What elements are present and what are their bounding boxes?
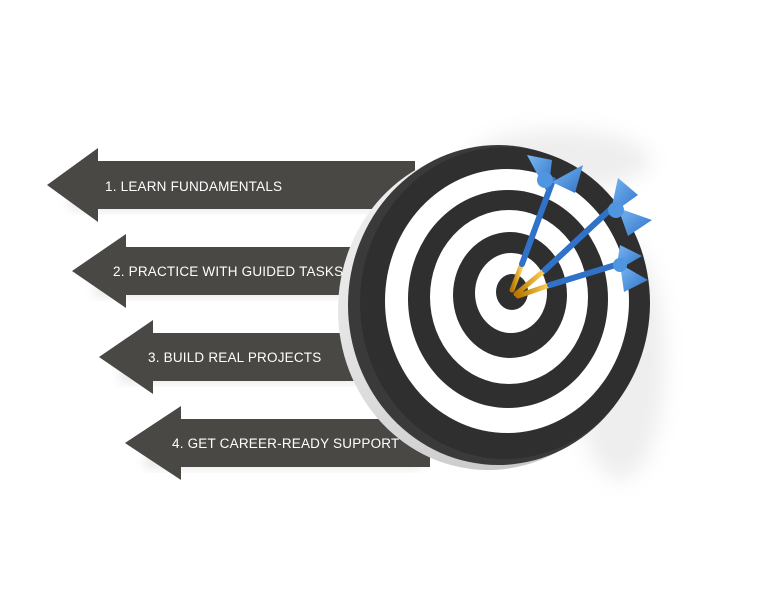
step-arrow-4	[125, 406, 430, 480]
step-arrow-2	[72, 234, 415, 308]
step-4-label: 4. GET CAREER-READY SUPPORT	[172, 436, 400, 451]
step-1-label: 1. LEARN FUNDAMENTALS	[105, 179, 283, 194]
step-3-label: 3. BUILD REAL PROJECTS	[148, 350, 322, 365]
dart-icon	[509, 155, 652, 299]
dartboard-icon	[338, 145, 650, 470]
step-arrow-3	[99, 320, 420, 394]
step-arrow-1	[47, 148, 415, 222]
step-2-label: 2. PRACTICE WITH GUIDED TASKS	[113, 264, 344, 279]
